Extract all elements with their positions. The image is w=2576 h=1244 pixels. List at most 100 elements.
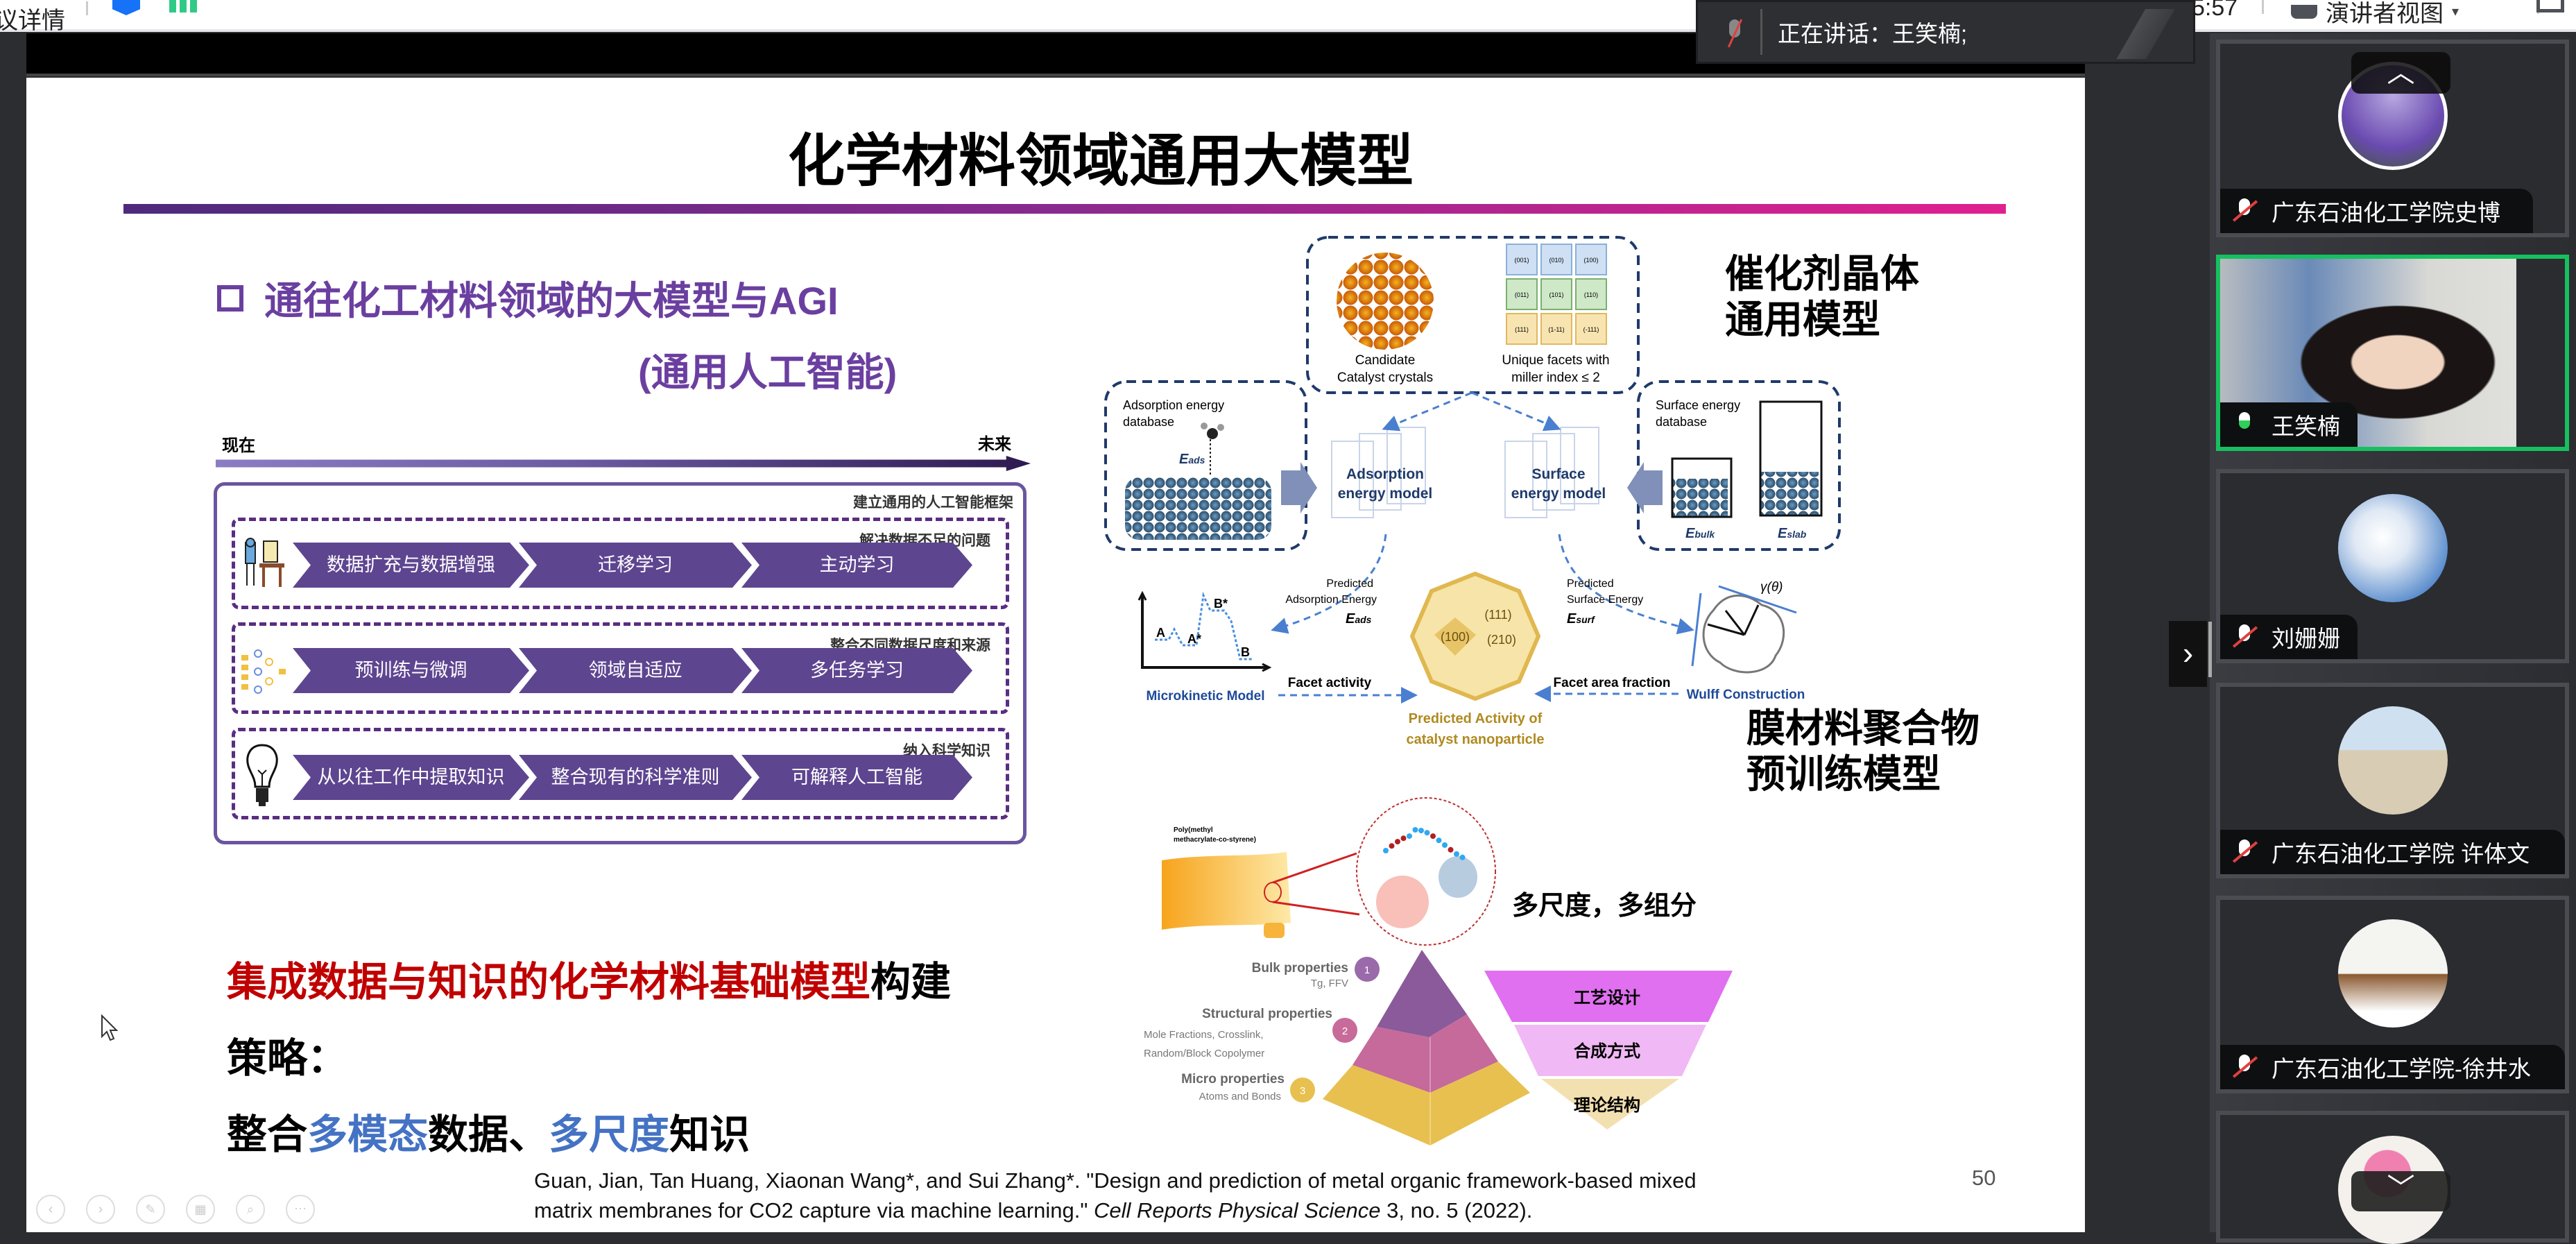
grid-icon[interactable]: ▦ <box>186 1195 215 1224</box>
surf-model-label: Surface <box>1531 466 1585 482</box>
participant-tile[interactable]: 刘姗姗 <box>2216 469 2569 663</box>
participant-tile[interactable]: 广东石油化工学院 许体文 <box>2216 683 2569 878</box>
facet-label: (100) <box>1583 257 1598 264</box>
strategy-text: 整合多模态数据、多尺度知识 <box>227 1102 750 1160</box>
conclusion-heading: 集成数据与知识的化学材料基础模型构建 <box>227 949 951 1007</box>
multiscale-label: 多尺度，多组分 <box>1512 892 1697 921</box>
facet-label: (101) <box>1549 291 1563 298</box>
pred-surf-label: Surface Energy <box>1567 594 1643 606</box>
participant-tile-speaking[interactable]: 王笑楠 <box>2216 255 2569 451</box>
funnel-label: 理论结构 <box>1574 1096 1640 1115</box>
facet-activity-label: Facet activity <box>1288 676 1372 690</box>
meeting-details-link[interactable]: 议详情 <box>0 8 65 34</box>
heading-line: 膜材料聚合物 <box>1746 706 1980 750</box>
pred-ads-label: Predicted <box>1326 578 1373 590</box>
level-title: Bulk properties <box>1252 961 1348 975</box>
level-desc: Atoms and Bonds <box>1199 1091 1281 1102</box>
citation-line: matrix membranes for CO2 capture via mac… <box>534 1195 1697 1225</box>
avatar <box>2337 494 2448 602</box>
mic-muted-icon <box>2232 1053 2258 1081</box>
chevron-up-icon: ︿ <box>2387 58 2415 88</box>
ads-db-label: Adsorption energy <box>1123 398 1224 412</box>
view-mode-label: 演讲者视图 <box>2326 1 2444 27</box>
presenter-view-dropdown[interactable]: 演讲者视图 ▾ <box>2291 0 2459 28</box>
step-chevron: 可解释人工智能 <box>741 755 972 800</box>
fullscreen-icon[interactable] <box>2536 0 2564 12</box>
scroll-up-button[interactable]: ︿ <box>2351 52 2450 94</box>
e-ads-label: Eads <box>1179 452 1205 467</box>
participant-name: 广东石油化工学院-徐井水 <box>2272 1056 2531 1082</box>
name-bar: 广东石油化工学院史博 <box>2220 189 2533 233</box>
facet-cell: (110) <box>1575 278 1607 310</box>
chain-bead <box>1448 846 1454 853</box>
subtitle-line1: 通往化工材料领域的大模型与AGI <box>264 279 839 323</box>
bulk-cell <box>1671 457 1733 518</box>
slide-title: 化学材料领域通用大模型 <box>787 130 1414 193</box>
ads-model-label: Adsorption <box>1346 466 1424 482</box>
catalyst-crystal-image <box>1337 253 1434 350</box>
styrene-unit <box>1376 876 1429 928</box>
pred-e-surf: Esurf <box>1567 611 1595 627</box>
funnel-band <box>1514 1025 1706 1076</box>
facet-label: (210) <box>1487 633 1516 647</box>
facet-label: (110) <box>1584 291 1598 298</box>
gamma-label: γ(θ) <box>1760 580 1783 595</box>
nanoparticle-image <box>1409 571 1541 701</box>
chain-bead <box>1400 835 1407 842</box>
surf-db-label: database <box>1656 415 1707 429</box>
more-icon[interactable]: ··· <box>286 1195 315 1224</box>
pen-icon[interactable]: ✎ <box>136 1195 165 1224</box>
timeline-start: 现在 <box>222 436 255 455</box>
level-desc: Tg, FFV <box>1311 978 1348 989</box>
subtitle: 通往化工材料领域的大模型与AGI <box>217 270 839 326</box>
methacrylate-unit <box>1439 856 1477 898</box>
svg-text:2: 2 <box>1342 1025 1348 1037</box>
wulff-shape <box>1702 594 1785 674</box>
step-chevron: 从以往工作中提取知识 <box>293 755 529 800</box>
panel-scrollbar[interactable] <box>2208 622 2212 677</box>
previous-icon[interactable]: ‹ <box>36 1195 65 1224</box>
chain-bead <box>1424 830 1430 836</box>
divider <box>1760 9 1762 55</box>
participant-tile[interactable]: 广东石油化工学院-徐井水 <box>2216 896 2569 1093</box>
level-title: Micro properties <box>1181 1072 1285 1087</box>
facet-cell: (010) <box>1540 244 1572 275</box>
flow-arrow <box>1471 391 1561 432</box>
facet-label: (011) <box>1515 291 1529 298</box>
catalyst-workflow-diagram: (001)(010)(100)(011)(101)(110)(111)(1-11… <box>1104 236 1841 747</box>
surf-db-label: Surface energy <box>1656 398 1740 412</box>
speaking-label: 正在讲话： <box>1778 21 1892 46</box>
chain-bead <box>1459 854 1466 860</box>
pyramid-top <box>1377 950 1467 1037</box>
wulff-label: Wulff Construction <box>1687 688 1805 702</box>
next-icon[interactable]: › <box>86 1195 115 1224</box>
participant-name: 王笑楠 <box>2272 414 2340 439</box>
ads-db-label: database <box>1123 415 1174 429</box>
signal-icon[interactable] <box>169 0 197 12</box>
facet-cell: (111) <box>1506 313 1538 345</box>
level-badge <box>1290 1077 1315 1102</box>
chain-bead <box>1430 833 1436 840</box>
energy-label: A <box>1156 626 1165 640</box>
flow-arrow <box>1382 391 1472 432</box>
candidate-label: Catalyst crystals <box>1337 370 1433 385</box>
name-bar: 刘姗姗 <box>2220 615 2358 659</box>
shield-icon[interactable] <box>112 0 140 15</box>
subtitle-line2: (通用人工智能) <box>638 350 898 394</box>
chain-bead <box>1412 827 1418 833</box>
divider <box>2262 0 2264 14</box>
facet-cell: (-111) <box>1575 313 1607 345</box>
collapse-panel-button[interactable]: › <box>2169 621 2207 687</box>
predicted-activity-label: Predicted Activity of <box>1409 711 1543 726</box>
level-title: Structural properties <box>1202 1007 1332 1021</box>
step-chevron: 预训练与微调 <box>293 648 529 693</box>
surf-model-label: energy model <box>1511 486 1606 502</box>
energy-label: A* <box>1187 632 1201 646</box>
facet-cell: (001) <box>1506 244 1538 275</box>
zoom-icon[interactable]: ⌕ <box>236 1195 265 1224</box>
speaking-name: 王笑楠; <box>1892 21 1968 46</box>
chain-bead <box>1383 848 1389 853</box>
avatar <box>2337 919 2448 1028</box>
scroll-down-button[interactable]: ﹀ <box>2351 1171 2450 1211</box>
